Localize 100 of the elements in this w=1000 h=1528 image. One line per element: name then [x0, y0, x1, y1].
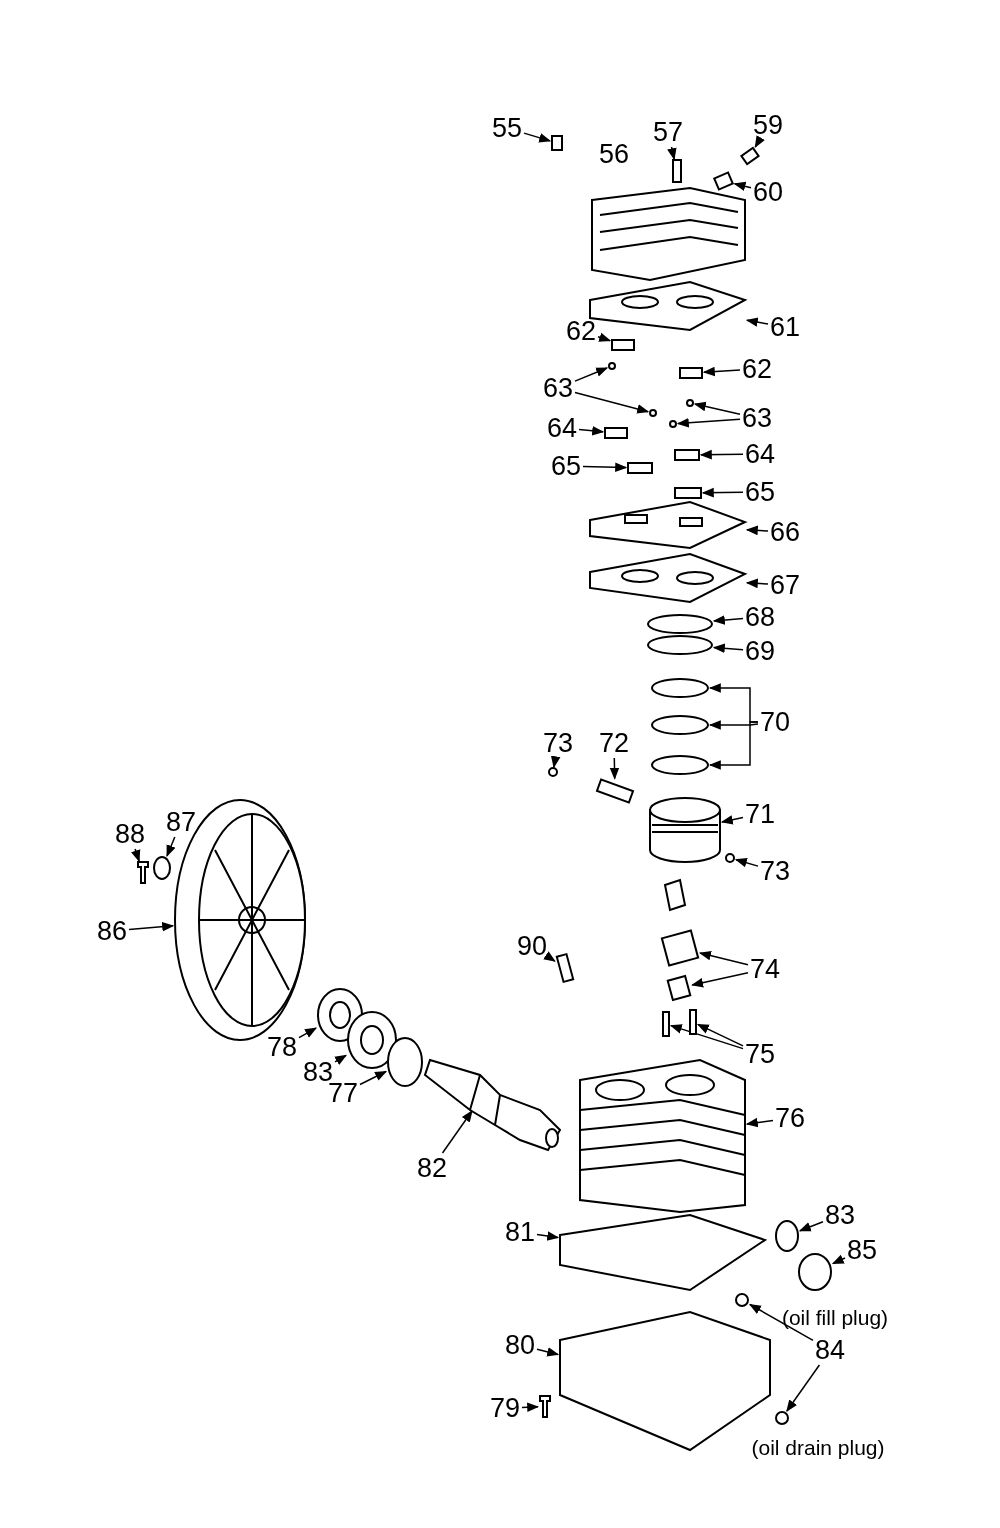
valve-reed-drawing	[674, 487, 702, 499]
callout-number: 74	[750, 955, 780, 983]
pin-drawing	[686, 399, 694, 407]
leader-line	[745, 525, 769, 536]
valve-reed-drawing	[679, 367, 703, 379]
part-note: (oil drain plug)	[751, 1436, 885, 1460]
bolt-drawing	[689, 1009, 697, 1035]
callout-number: 63	[543, 374, 573, 402]
leader-line	[712, 615, 744, 625]
valve-reed-drawing	[604, 427, 628, 439]
leader-line	[699, 449, 744, 460]
callout-number: 59	[753, 111, 783, 139]
callout-number: 85	[847, 1236, 877, 1264]
leader-line	[798, 1220, 824, 1232]
leader-line	[708, 683, 759, 723]
leader-line	[441, 1110, 473, 1154]
callout-number: 62	[742, 355, 772, 383]
leader-line	[523, 132, 552, 143]
leader-line	[701, 487, 744, 498]
callout-number: 65	[745, 478, 775, 506]
leader-line	[702, 366, 741, 377]
callout-number: 78	[267, 1033, 297, 1061]
leader-line	[696, 1023, 744, 1047]
piston-ring-drawing	[651, 755, 709, 775]
leader-line	[597, 332, 612, 342]
callout-number: 83	[825, 1201, 855, 1229]
leader-line	[754, 135, 765, 148]
callout-number: 84	[815, 1336, 845, 1364]
leader-line	[359, 1070, 388, 1086]
leader-line	[745, 578, 769, 589]
callout-number: 60	[753, 178, 783, 206]
leader-line	[131, 848, 141, 863]
gasket-drawing	[559, 1213, 768, 1292]
clip-drawing	[548, 767, 558, 777]
leader-line	[574, 367, 609, 382]
cover-drawing	[798, 1253, 832, 1291]
leader-line	[298, 1027, 318, 1039]
callout-number: 67	[770, 571, 800, 599]
leader-line	[720, 815, 744, 825]
callout-number: 69	[745, 637, 775, 665]
bolt-drawing	[137, 861, 149, 884]
plug-drawing	[735, 1293, 749, 1307]
callout-number: 73	[543, 729, 573, 757]
leader-line	[733, 181, 752, 192]
valve-reed-drawing	[627, 462, 653, 474]
leader-line	[574, 391, 650, 414]
callout-number: 63	[742, 404, 772, 432]
leader-line	[578, 426, 605, 436]
ring-drawing	[647, 635, 713, 655]
leader-line	[334, 1054, 348, 1066]
bearing-drawing	[775, 1220, 799, 1252]
pin-drawing	[608, 362, 616, 370]
leader-line	[691, 972, 749, 988]
part-note: (oil fill plug)	[781, 1306, 889, 1330]
valve-drawing	[551, 135, 563, 151]
callout-number: 65	[551, 452, 581, 480]
leader-line	[582, 462, 628, 473]
leader-line	[536, 1347, 560, 1357]
callout-number: 56	[599, 140, 629, 168]
leader-line	[745, 1117, 774, 1128]
leader-line	[667, 146, 677, 161]
leader-line	[669, 1024, 744, 1050]
leader-line	[166, 836, 176, 858]
callout-number: 62	[566, 317, 596, 345]
callout-number: 75	[745, 1040, 775, 1068]
callout-number: 88	[115, 820, 145, 848]
leader-line	[786, 1364, 821, 1412]
callout-number: 64	[547, 414, 577, 442]
callout-number: 79	[490, 1394, 520, 1422]
leader-line	[676, 418, 741, 428]
callout-number: 55	[492, 114, 522, 142]
piston-ring-drawing	[651, 715, 709, 735]
leader-line	[536, 1231, 560, 1241]
leader-line	[550, 755, 561, 769]
gasket-drawing	[589, 552, 748, 604]
callout-number: 86	[97, 917, 127, 945]
o-ring-drawing	[387, 1037, 423, 1087]
callout-number: 71	[745, 800, 775, 828]
callout-number: 61	[770, 313, 800, 341]
valve-reed-drawing	[674, 449, 700, 461]
leader-line	[609, 757, 620, 780]
callout-number: 76	[775, 1104, 805, 1132]
piston-drawing	[649, 797, 721, 863]
bolt-drawing	[539, 1395, 551, 1418]
callout-number: 82	[417, 1154, 447, 1182]
bolt-drawing	[672, 159, 682, 183]
callout-number: 64	[745, 440, 775, 468]
leader-line	[734, 858, 759, 868]
valve-reed-drawing	[611, 339, 635, 351]
callout-number: 80	[505, 1331, 535, 1359]
leader-line	[698, 950, 749, 966]
callout-number: 87	[166, 808, 196, 836]
clip-drawing	[725, 853, 735, 863]
washer-drawing	[153, 856, 171, 880]
callout-number: 72	[599, 729, 629, 757]
leader-line	[712, 643, 744, 654]
leader-line	[693, 401, 741, 415]
piston-ring-drawing	[651, 678, 709, 698]
plug-drawing	[775, 1411, 789, 1425]
leader-line	[831, 1254, 846, 1265]
